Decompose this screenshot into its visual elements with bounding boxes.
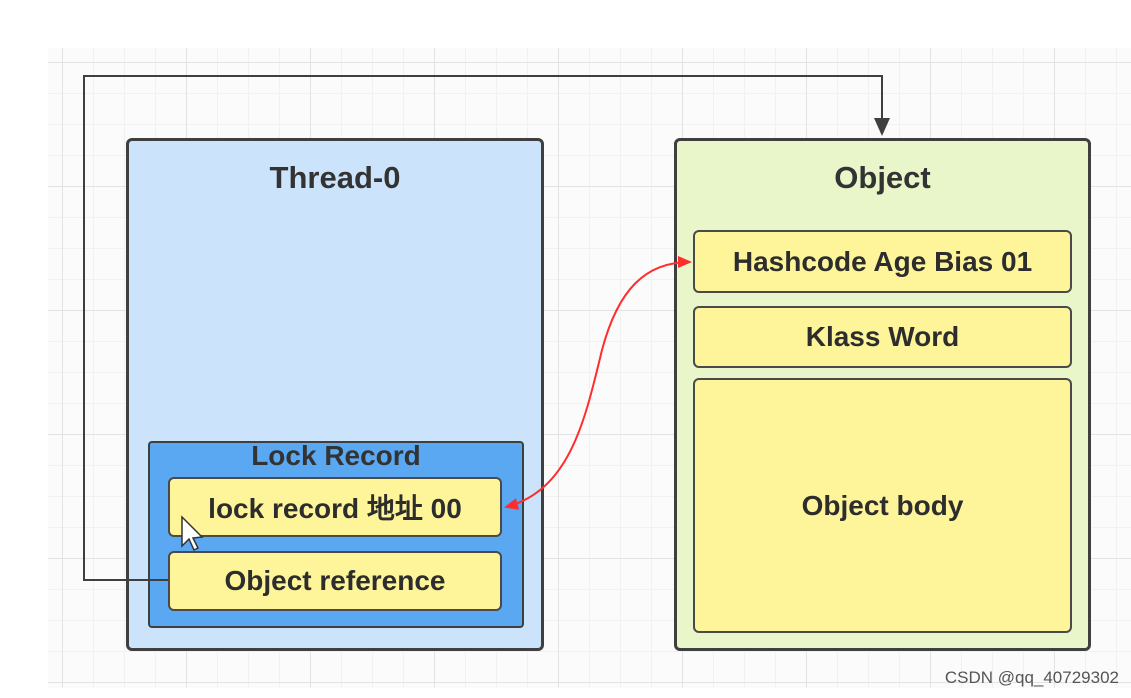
mouse-cursor-icon: [181, 515, 204, 552]
object-body-cell: Object body: [693, 378, 1072, 633]
lock-record-address-cell: lock record 地址 00: [168, 477, 502, 537]
object-reference-cell: Object reference: [168, 551, 502, 611]
mark-word-cell: Hashcode Age Bias 01: [693, 230, 1072, 293]
object-reference-line: [83, 75, 883, 581]
object-reference-arrowhead: [874, 118, 890, 136]
cas-swap-arrow: [504, 256, 692, 510]
watermark: CSDN @qq_40729302: [944, 668, 1119, 687]
klass-word-cell: Klass Word: [693, 306, 1072, 368]
object-title: Object: [834, 160, 931, 195]
thread-title: Thread-0: [269, 160, 401, 195]
lock-record-title: Lock Record: [251, 440, 421, 471]
